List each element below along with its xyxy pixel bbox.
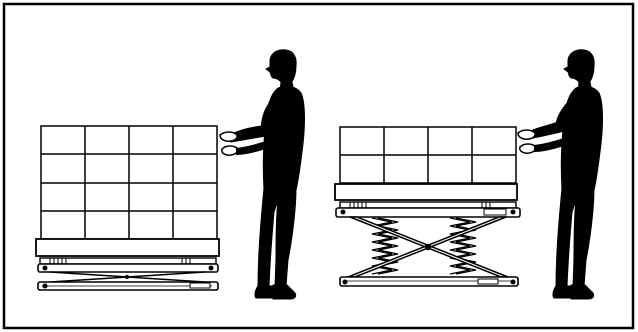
right-lift-base (339, 276, 519, 287)
right-worker-lower-arm (534, 138, 564, 152)
right-box-stack (339, 126, 517, 184)
left-worker-hands (219, 131, 239, 156)
right-panel (334, 49, 603, 300)
left-worker-lower-arm (236, 141, 266, 155)
left-lift-platform (37, 257, 219, 291)
right-lift-platform (335, 201, 521, 218)
right-worker-silhouette (532, 49, 603, 300)
right-pallet (334, 183, 518, 201)
left-pallet (35, 238, 220, 257)
left-box-stack (40, 125, 218, 240)
left-worker-silhouette (230, 49, 305, 300)
right-worker-hands (517, 129, 537, 154)
left-panel (35, 49, 305, 300)
